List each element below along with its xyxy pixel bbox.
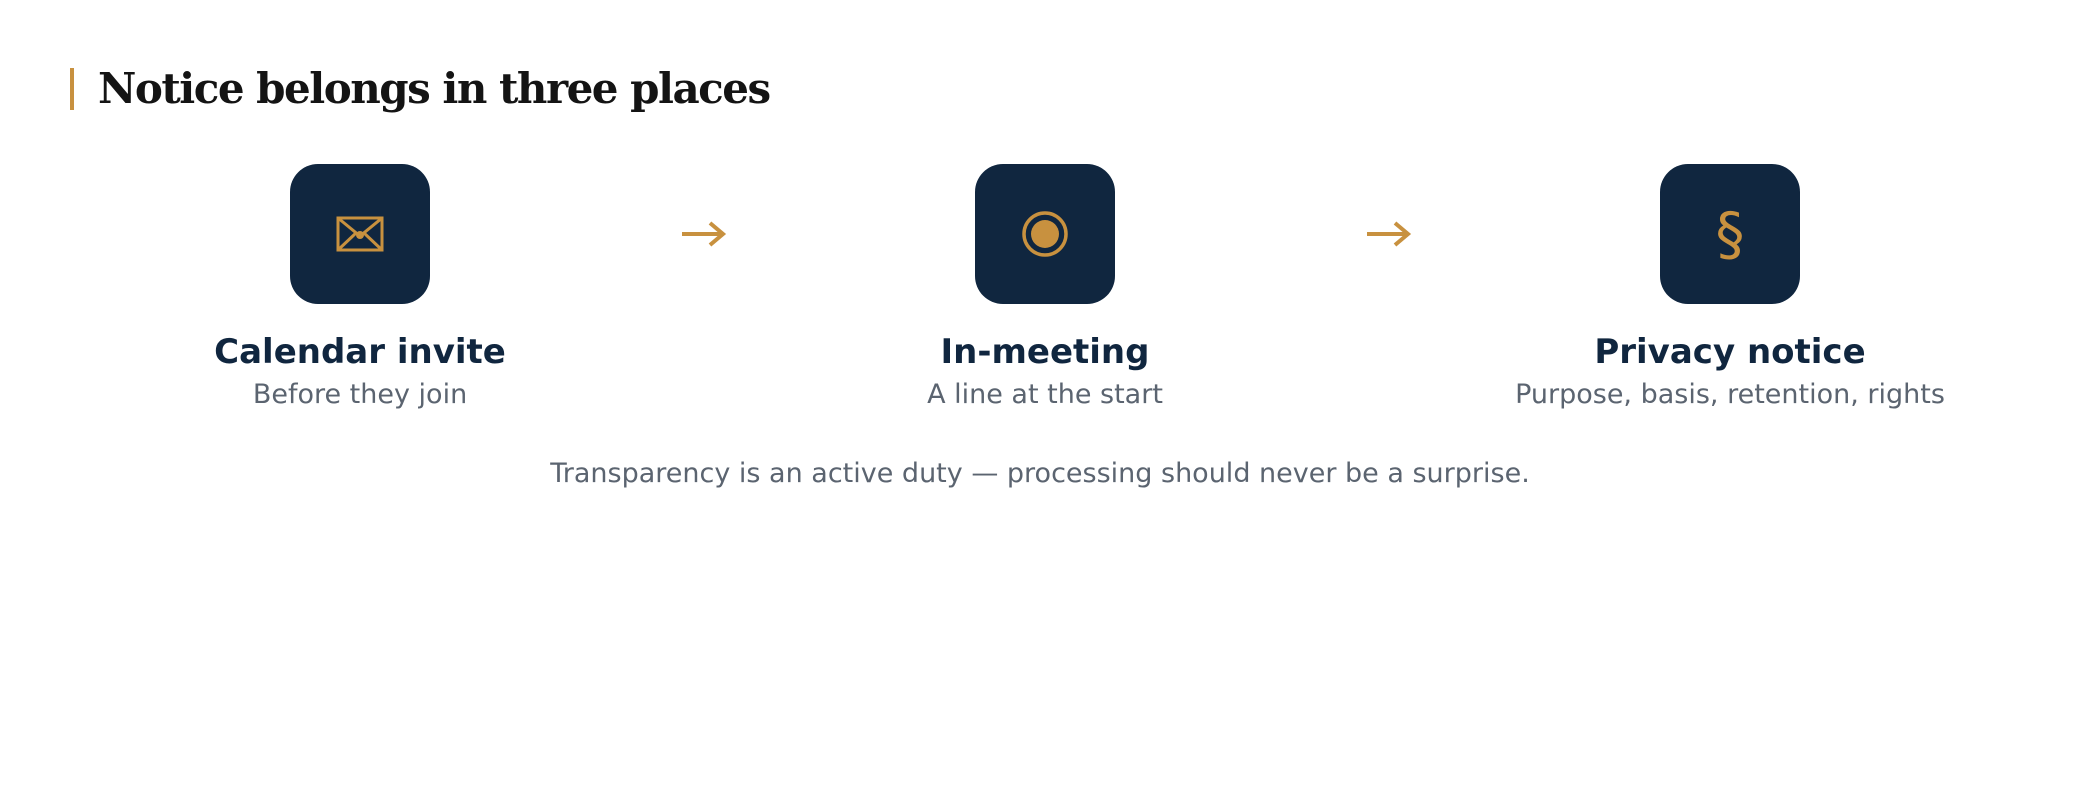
page-heading: Notice belongs in three places	[70, 64, 771, 113]
footnote: Transparency is an active duty — process…	[550, 458, 1530, 489]
step-privacy-notice: § Privacy notice Purpose, basis, retenti…	[1470, 164, 1990, 412]
step-subtitle: Purpose, basis, retention, rights	[1515, 379, 1945, 410]
step-subtitle: Before they join	[252, 379, 468, 410]
arrow-right-icon	[682, 221, 727, 247]
svg-text:§: §	[1716, 204, 1745, 264]
heading-accent-bar	[70, 67, 74, 110]
record-dot-icon	[1022, 211, 1068, 257]
step-icon-tile	[975, 164, 1115, 304]
step-title: In-meeting	[940, 332, 1150, 372]
step-icon-tile	[290, 164, 430, 304]
step-icon-tile: §	[1660, 164, 1800, 304]
step-in-meeting: In-meeting A line at the start	[785, 164, 1305, 412]
step-title: Privacy notice	[1594, 332, 1866, 372]
step-title: Calendar invite	[214, 332, 506, 372]
step-calendar-invite: Calendar invite Before they join	[100, 164, 620, 412]
page-title: Notice belongs in three places	[98, 64, 771, 113]
arrow-right-icon	[1367, 221, 1412, 247]
envelope-icon	[336, 216, 384, 252]
section-sign-icon: §	[1716, 204, 1745, 264]
step-subtitle: A line at the start	[927, 379, 1163, 410]
